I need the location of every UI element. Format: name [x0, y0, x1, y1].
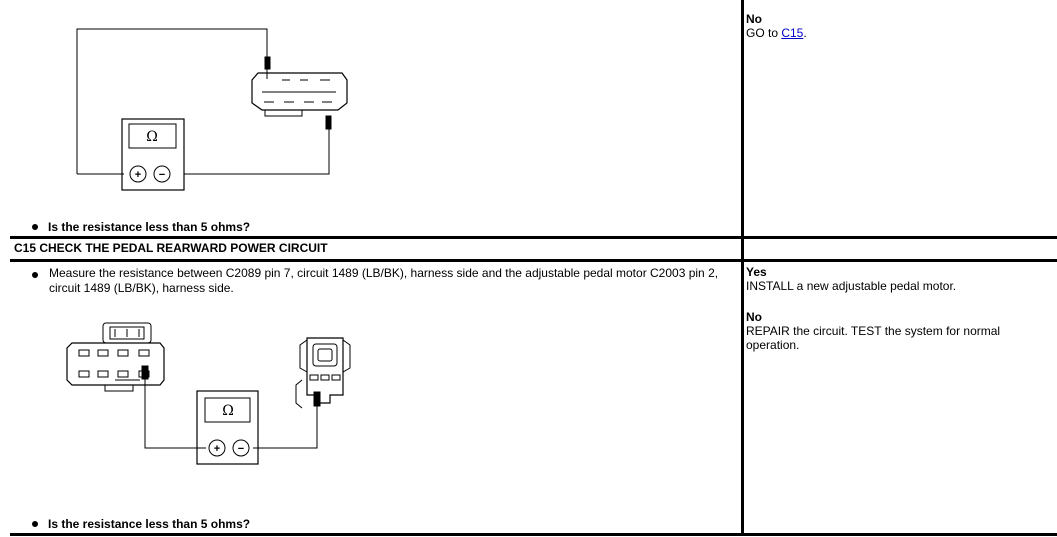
c15-yes-action: INSTALL a new adjustable pedal motor.: [746, 279, 957, 293]
c15-step-title: C15 CHECK THE PEDAL REARWARD POWER CIRCU…: [14, 241, 328, 255]
c14-response: No GO to C15.: [746, 12, 1051, 40]
c14-probe-bottom: [325, 115, 332, 130]
c14-no-suffix: .: [803, 26, 807, 40]
c15-no-label: No: [746, 310, 762, 324]
c15-wire-positive: [253, 406, 318, 449]
c14-connector: [251, 72, 348, 111]
c15-yes-label: Yes: [746, 265, 767, 279]
c15-ohmmeter: [196, 390, 259, 465]
c14-wire-negative: [76, 28, 268, 174]
bullet-icon: [32, 272, 38, 278]
c14-wire-positive: [184, 128, 330, 175]
table-row-divider-bottom: [10, 533, 1057, 536]
c2003-probe: [313, 391, 321, 407]
c15-wire-negative: [144, 379, 206, 449]
bullet-icon: [32, 223, 38, 230]
c2003-connector: [306, 337, 344, 404]
c14-minus-symbol: −: [159, 169, 165, 181]
c15-no-response: No REPAIR the circuit. TEST the system f…: [746, 310, 1051, 352]
c15-instruction-text: Measure the resistance between C2089 pin…: [49, 266, 719, 295]
c15-minus-symbol: −: [238, 443, 244, 455]
table-row-divider-top: [10, 236, 1057, 239]
c14-plus-symbol: +: [135, 169, 141, 181]
c2089-probe: [141, 365, 149, 380]
goto-c15-link[interactable]: C15: [781, 26, 804, 40]
c15-question: Is the resistance less than 5 ohms?: [32, 517, 250, 531]
c14-wiring-diagram: Ω + −: [76, 28, 348, 191]
table-column-divider: [741, 0, 744, 535]
c14-no-prefix: GO to: [746, 26, 782, 40]
bullet-icon: [32, 520, 38, 527]
c14-no-label: No: [746, 12, 762, 26]
c15-yes-response: Yes INSTALL a new adjustable pedal motor…: [746, 265, 1051, 293]
c15-no-action: REPAIR the circuit. TEST the system for …: [746, 324, 1001, 352]
c14-ohmmeter: [121, 118, 185, 191]
c15-instruction: Measure the resistance between C2089 pin…: [32, 266, 732, 296]
c15-plus-symbol: +: [214, 443, 220, 455]
c15-wiring-diagram: Ω + −: [66, 322, 351, 465]
c2089-connector: [66, 342, 165, 386]
c14-omega-symbol: Ω: [146, 129, 158, 145]
c14-question: Is the resistance less than 5 ohms?: [32, 220, 250, 234]
c15-omega-symbol: Ω: [222, 403, 234, 419]
table-row-divider-title: [10, 259, 1057, 262]
